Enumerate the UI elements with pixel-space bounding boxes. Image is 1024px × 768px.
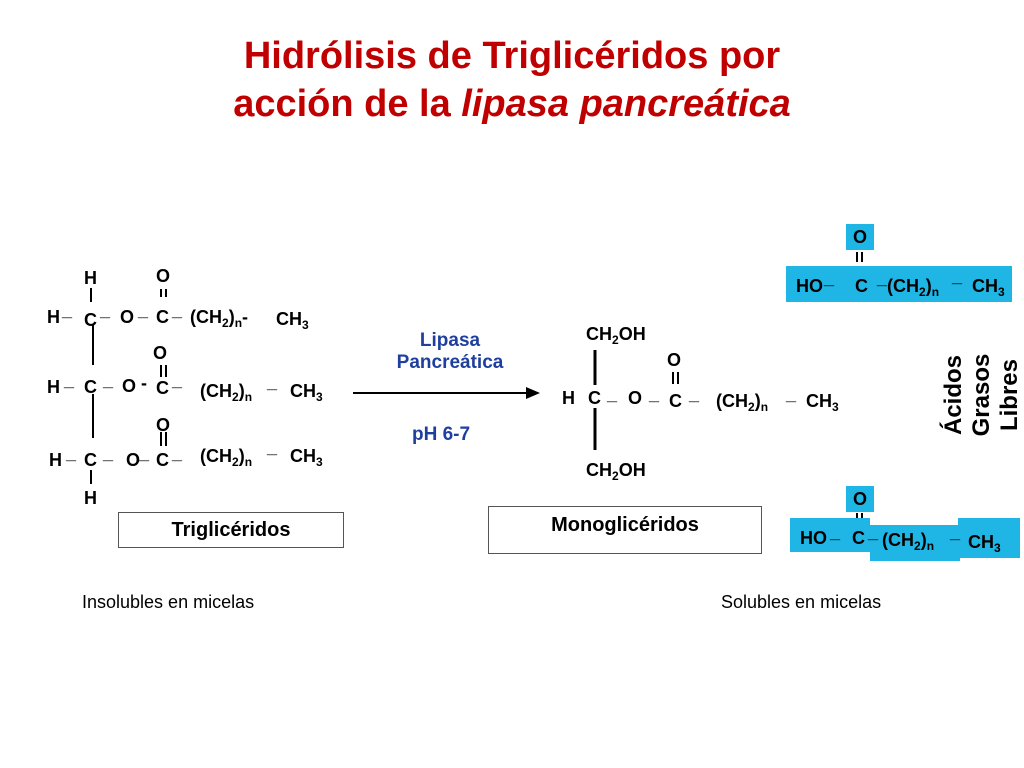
- atom-c-carbonyl-3: C: [156, 450, 169, 470]
- atom-h-top: H: [84, 268, 97, 288]
- fa2-highlight-a: [790, 518, 870, 552]
- enzyme-label: Lipasa Pancreática: [396, 330, 504, 373]
- atom-o-carbonyl-1: O: [156, 266, 171, 286]
- atom-c-carbonyl-2: C: [156, 378, 169, 398]
- free-fatty-acids-label: Ácidos Grasos Libres: [940, 353, 1023, 437]
- fa2-ho: HO: [800, 528, 827, 548]
- monoglyceride-label: Monoglicéridos: [551, 514, 699, 536]
- methyl-2: CH3: [290, 381, 323, 404]
- fa1-ho: HO: [796, 276, 823, 296]
- fa2-chain: (CH2)n: [882, 530, 935, 553]
- atom-o-carbonyl-3: O: [156, 415, 171, 435]
- page-title: Hidrólisis de Triglicéridos por acción d…: [0, 32, 1024, 128]
- atom-h-1: H: [47, 307, 60, 327]
- fa2-atom-o: O: [853, 489, 868, 509]
- fa1-atom-c: C: [855, 276, 868, 296]
- atom-o-ester-2: O: [122, 376, 137, 396]
- methyl-mono: CH3: [806, 391, 839, 414]
- atom-c-1: C: [84, 310, 97, 330]
- title-line-1: Hidrólisis de Triglicéridos por: [243, 35, 781, 77]
- atom-o-carbonyl-2: O: [153, 343, 168, 363]
- atom-c-mono: C: [588, 388, 601, 408]
- triglyceride-label-box: Triglicéridos: [118, 512, 344, 548]
- atom-h-bottom: H: [84, 488, 97, 508]
- chain-3: (CH2)n: [200, 446, 253, 469]
- monoglyceride-label-box: Monoglicéridos: [488, 506, 762, 554]
- fa2-o-highlight: [846, 486, 874, 512]
- title-line-2: acción de la lipasa pancreática: [233, 83, 791, 125]
- chain-1: (CH2)n-: [190, 307, 249, 330]
- atom-o-ester-3: O: [126, 450, 141, 470]
- methyl-1: CH3: [276, 309, 309, 332]
- footer-insoluble: Insolubles en micelas: [82, 592, 255, 612]
- atom-o-carbonyl-mono: O: [667, 350, 682, 370]
- triglyceride-label: Triglicéridos: [171, 519, 291, 541]
- atom-h-mono: H: [562, 388, 575, 408]
- atom-c-3: C: [84, 450, 97, 470]
- fa1-highlight: [786, 266, 1012, 302]
- atom-c-carbonyl-1: C: [156, 307, 169, 327]
- ch2oh-bottom: CH2OH: [586, 460, 646, 483]
- fa2-atom-c: C: [852, 528, 865, 548]
- fa2-highlight-b: [870, 525, 960, 561]
- atom-o-ester-1: O: [120, 307, 135, 327]
- atom-h-2: H: [47, 377, 60, 397]
- atom-h-3: H: [49, 450, 62, 470]
- fa1-methyl: CH3: [972, 276, 1005, 299]
- fa1-o-highlight: [846, 224, 874, 250]
- atom-o-ester-mono: O: [628, 388, 643, 408]
- fa2-methyl: CH3: [968, 532, 1001, 555]
- atom-c-carbonyl-mono: C: [669, 391, 682, 411]
- chain-2: (CH2)n: [200, 381, 253, 404]
- fa2-highlight-c: [958, 518, 1020, 558]
- ph-label: pH 6-7: [412, 424, 471, 445]
- methyl-3: CH3: [290, 446, 323, 469]
- chain-mono: (CH2)n: [716, 391, 769, 414]
- fa1-chain: (CH2)n: [887, 276, 940, 299]
- atom-c-2: C: [84, 377, 97, 397]
- fa1-atom-o: O: [853, 227, 868, 247]
- title-enzyme-italic: lipasa pancreática: [461, 83, 791, 125]
- footer-soluble: Solubles en micelas: [721, 592, 882, 612]
- ch2oh-top: CH2OH: [586, 324, 646, 347]
